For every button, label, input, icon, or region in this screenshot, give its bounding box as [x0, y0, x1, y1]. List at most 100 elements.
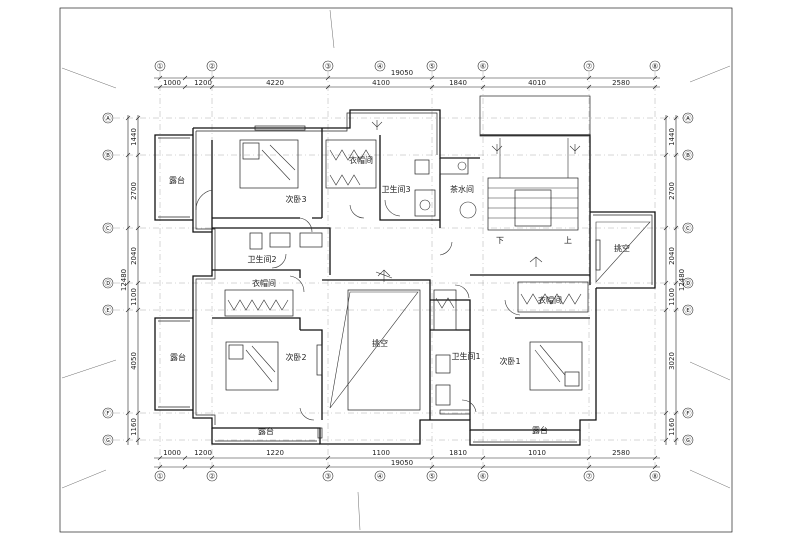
bathroom-3-fixtures	[414, 159, 436, 217]
svg-text:③: ③	[325, 473, 331, 481]
dim-tick	[586, 464, 592, 470]
dim-tick	[325, 75, 331, 81]
dim-tick	[586, 455, 592, 461]
svg-text:⑧: ⑧	[652, 473, 658, 481]
dim-tick	[652, 464, 658, 470]
dim-right-4: 1100	[668, 288, 676, 306]
svg-text:Ⓕ: Ⓕ	[685, 410, 692, 418]
svg-text:Ⓑ: Ⓑ	[685, 152, 692, 160]
dim-right-6: 1160	[668, 418, 676, 436]
dim-tick	[125, 437, 131, 443]
dim-tick	[325, 464, 331, 470]
svg-text:⑧: ⑧	[652, 63, 658, 71]
dim-top-7: 2580	[612, 79, 630, 87]
closet-top	[325, 139, 377, 189]
dim-tick	[182, 84, 188, 90]
axis-bubbles-left	[102, 112, 114, 446]
svg-text:Ⓖ: Ⓖ	[685, 437, 692, 445]
dim-tick	[209, 75, 215, 81]
dim-tick	[182, 75, 188, 81]
svg-text:②: ②	[209, 63, 215, 71]
svg-text:Ⓒ: Ⓒ	[105, 225, 112, 233]
dim-tick	[125, 307, 131, 313]
room-bedroom-1: 次卧1	[499, 356, 520, 366]
dim-right-2: 2700	[668, 182, 676, 200]
dim-bottom-6: 1010	[528, 449, 546, 457]
dim-bottom-5: 1810	[449, 449, 467, 457]
dim-tick	[209, 455, 215, 461]
svg-text:⑥: ⑥	[480, 473, 486, 481]
svg-text:Ⓔ: Ⓔ	[685, 307, 692, 315]
dim-tick	[652, 455, 658, 461]
room-balcony-bottom-right: 露台	[532, 425, 548, 435]
dim-tick	[125, 152, 131, 158]
dim-top-6: 4010	[528, 79, 546, 87]
bathroom-1-fixtures	[435, 354, 451, 406]
dim-tick	[209, 84, 215, 90]
svg-text:Ⓖ: Ⓖ	[105, 437, 112, 445]
svg-text:Ⓓ: Ⓓ	[685, 280, 692, 288]
room-balcony-left-top: 露台	[169, 175, 185, 185]
closet-right	[433, 281, 589, 331]
dim-left-6: 1160	[130, 418, 138, 436]
dim-tick	[663, 152, 669, 158]
dim-left-total: 12480	[120, 269, 128, 291]
svg-text:⑤: ⑤	[429, 473, 435, 481]
drawing-frame	[59, 7, 733, 533]
dim-tick	[663, 437, 669, 443]
dim-tick	[182, 464, 188, 470]
dim-tick	[652, 84, 658, 90]
dim-left-5: 4050	[130, 352, 138, 370]
dim-top-total: 19050	[391, 69, 413, 77]
dim-tick	[663, 410, 669, 416]
dim-tick	[182, 455, 188, 461]
svg-text:①: ①	[157, 473, 163, 481]
room-bathroom-2: 卫生间2	[247, 254, 276, 264]
dim-left-3: 2040	[130, 247, 138, 265]
dim-bottom-2: 1200	[194, 449, 212, 457]
dim-tick	[135, 225, 141, 231]
dim-tick	[209, 464, 215, 470]
dim-tick	[125, 115, 131, 121]
room-bedroom-3: 次卧3	[285, 194, 306, 204]
svg-text:Ⓐ: Ⓐ	[105, 115, 112, 123]
svg-text:⑦: ⑦	[586, 63, 592, 71]
dim-tick	[673, 152, 679, 158]
bed-1	[529, 341, 583, 391]
dims-left: 12480 1440 2700 2040 1100 4050 1160	[120, 128, 138, 436]
dim-left-4: 1100	[130, 288, 138, 306]
room-void-right: 挑空	[614, 243, 630, 253]
dim-tick	[135, 307, 141, 313]
dim-tick	[429, 84, 435, 90]
dim-tick	[673, 115, 679, 121]
dim-bottom-1: 1000	[163, 449, 181, 457]
dim-tick	[673, 307, 679, 313]
dim-tick	[652, 75, 658, 81]
guide-lines	[61, 9, 731, 531]
dim-left-2: 2700	[130, 182, 138, 200]
dims-bottom: 1000 1200 1220 1100 1810 1010 2580	[163, 449, 630, 457]
dimension-lines	[125, 75, 679, 470]
dim-tick	[325, 84, 331, 90]
plant-icons	[371, 120, 581, 282]
dim-tick	[135, 115, 141, 121]
dim-tick	[125, 225, 131, 231]
dims-right: 12480 1440 2700 2040 1100 3020 1160	[668, 128, 686, 436]
dim-tick	[480, 75, 486, 81]
dim-tick	[586, 84, 592, 90]
dim-bottom-7: 2580	[612, 449, 630, 457]
bed-3	[239, 139, 299, 189]
svg-text:⑤: ⑤	[429, 63, 435, 71]
dim-tick	[673, 410, 679, 416]
dim-tick	[125, 280, 131, 286]
staircase	[487, 138, 579, 231]
bed-2	[225, 341, 279, 391]
dim-tick	[673, 280, 679, 286]
svg-text:Ⓑ: Ⓑ	[105, 152, 112, 160]
svg-text:Ⓕ: Ⓕ	[105, 410, 112, 418]
axis-grid	[114, 72, 690, 468]
dim-tick	[480, 464, 486, 470]
room-bedroom-2: 次卧2	[285, 352, 306, 362]
dim-top-3: 4220	[266, 79, 284, 87]
